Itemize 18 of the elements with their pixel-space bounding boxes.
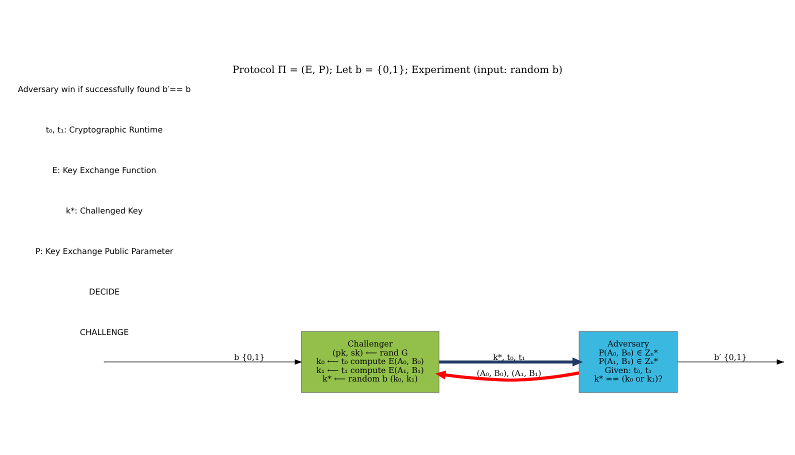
node-box: Adversary P(A₀, B₀) ∈ Zₙ* P(A₁, B₁) ∈ Zₙ* Given: t₀, t₁ k* == (k₀ or k₁)? xyxy=(578,331,678,393)
edge-label: b {0,1} xyxy=(234,352,265,362)
label: k*: Challenged Key xyxy=(66,205,143,216)
label: CHALLENGE xyxy=(80,326,129,337)
edge-label: k*, t₀, t₁ xyxy=(492,352,526,362)
node-box: Challenger (pk, sk) ⟵ rand G k₀ ⟵ t₀ compute E(A₀, B₀) k₁ ⟵ t₁ compute E(A₁, B₁) k* ⟵ random b (k₀, k₁) xyxy=(301,331,440,393)
label: t₀, t₁: Cryptographic Runtime xyxy=(46,124,163,134)
diagram-title: Protocol Π = (E, P); Let b = {0,1}; Experiment (input: random b) xyxy=(232,64,563,76)
arrow xyxy=(677,359,784,365)
label: E: Key Exchange Function xyxy=(52,164,156,175)
arrow xyxy=(435,370,580,382)
label: DECIDE xyxy=(88,286,120,296)
label: P: Key Exchange Public Parameter xyxy=(35,246,174,256)
edge-label: b′ {0,1} xyxy=(714,352,747,362)
arrow xyxy=(439,357,583,367)
label: Adversary win if successfully found b′== b xyxy=(18,84,191,94)
arrow xyxy=(104,359,302,365)
edge-label: (A₀, B₀), (A₁, B₁) xyxy=(476,368,542,378)
